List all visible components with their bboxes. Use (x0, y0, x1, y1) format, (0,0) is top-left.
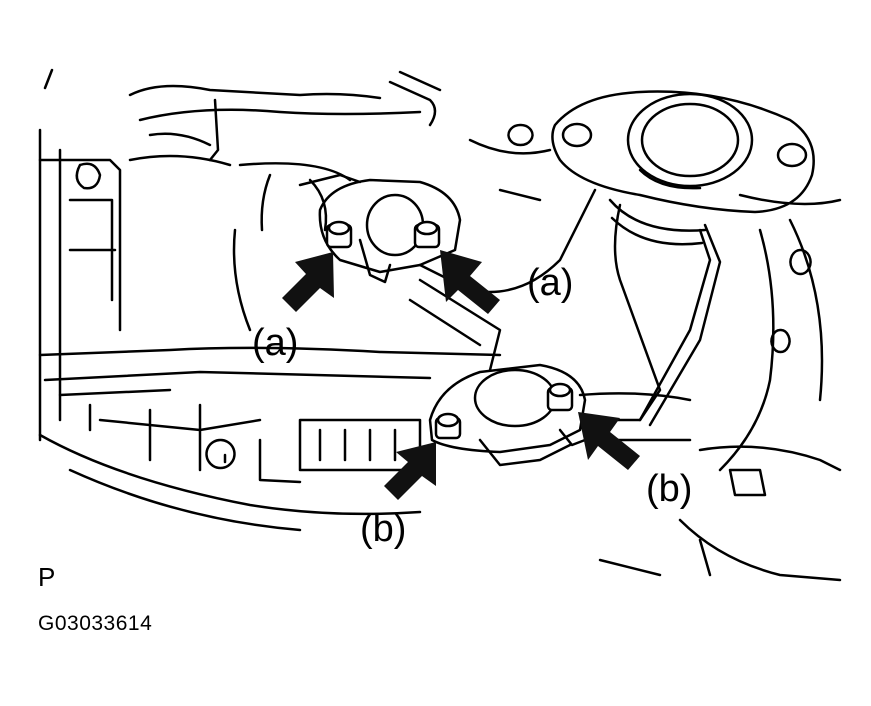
bolt-b-right-head (548, 382, 572, 398)
callout-a-left: (a) (252, 322, 299, 364)
callout-a-upper-right: (a) (527, 262, 574, 304)
pointer-arrows (282, 250, 640, 500)
exhaust-flange-upper (551, 90, 815, 214)
arrow-b-left (384, 442, 436, 500)
bolt-b-left-head (436, 412, 460, 428)
figure-code: G03033614 (38, 612, 153, 635)
arrow-a-left (282, 252, 334, 312)
arrow-b-right (578, 412, 640, 470)
flange-bolts (325, 220, 574, 440)
arrow-a-right (440, 250, 500, 314)
callout-b-right: (b) (646, 468, 693, 510)
bolt-a-left-head (327, 220, 351, 236)
callout-b-lower-left: (b) (360, 508, 407, 550)
bolt-a-right-head (415, 220, 439, 236)
body-frame-outline (38, 68, 842, 582)
p-mark: P (38, 562, 56, 592)
